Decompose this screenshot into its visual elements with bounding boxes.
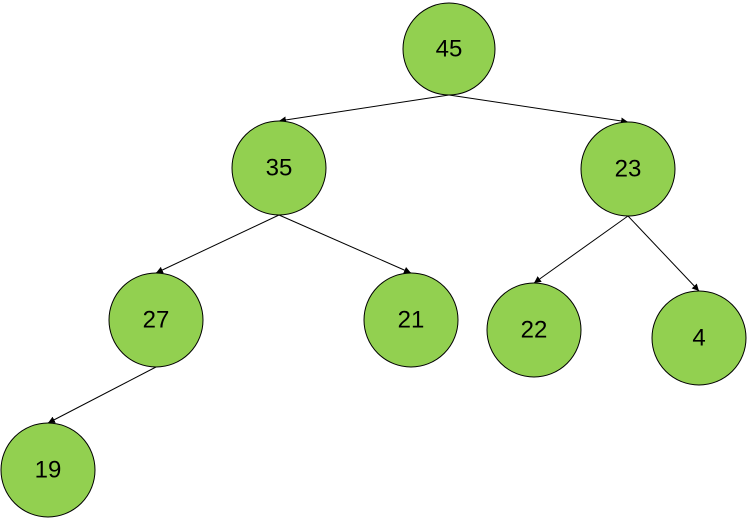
tree-node-4: 4 — [651, 290, 747, 386]
node-label: 45 — [436, 36, 463, 63]
edge-n45-to-n35 — [278, 94, 450, 124]
tree-node-35: 35 — [231, 120, 327, 216]
node-circle — [402, 2, 496, 96]
node-label: 23 — [615, 156, 642, 183]
tree-node-45: 45 — [402, 2, 496, 96]
node-circle — [486, 282, 582, 378]
edge-n27-to-n19 — [47, 366, 157, 424]
node-circle — [651, 290, 747, 386]
node-label: 19 — [35, 457, 62, 484]
node-circle — [231, 120, 327, 216]
tree-node-22: 22 — [486, 282, 582, 378]
node-label: 4 — [692, 325, 705, 352]
node-circle — [108, 272, 204, 368]
node-label: 27 — [143, 307, 170, 334]
edges-layer — [47, 94, 700, 424]
node-circle — [0, 422, 96, 518]
node-circle — [580, 121, 676, 217]
tree-node-21: 21 — [363, 272, 459, 368]
edge-n35-to-n21 — [278, 214, 412, 274]
edge-n45-to-n23 — [448, 94, 629, 125]
tree-node-23: 23 — [580, 121, 676, 217]
node-circle — [363, 272, 459, 368]
edge-n23-to-n22 — [533, 215, 629, 284]
node-label: 22 — [521, 317, 548, 344]
edge-n35-to-n27 — [155, 214, 280, 274]
tree-node-27: 27 — [108, 272, 204, 368]
edge-n23-to-n4 — [627, 215, 700, 292]
tree-node-19: 19 — [0, 422, 96, 518]
node-label: 35 — [266, 155, 293, 182]
node-label: 21 — [398, 307, 425, 334]
